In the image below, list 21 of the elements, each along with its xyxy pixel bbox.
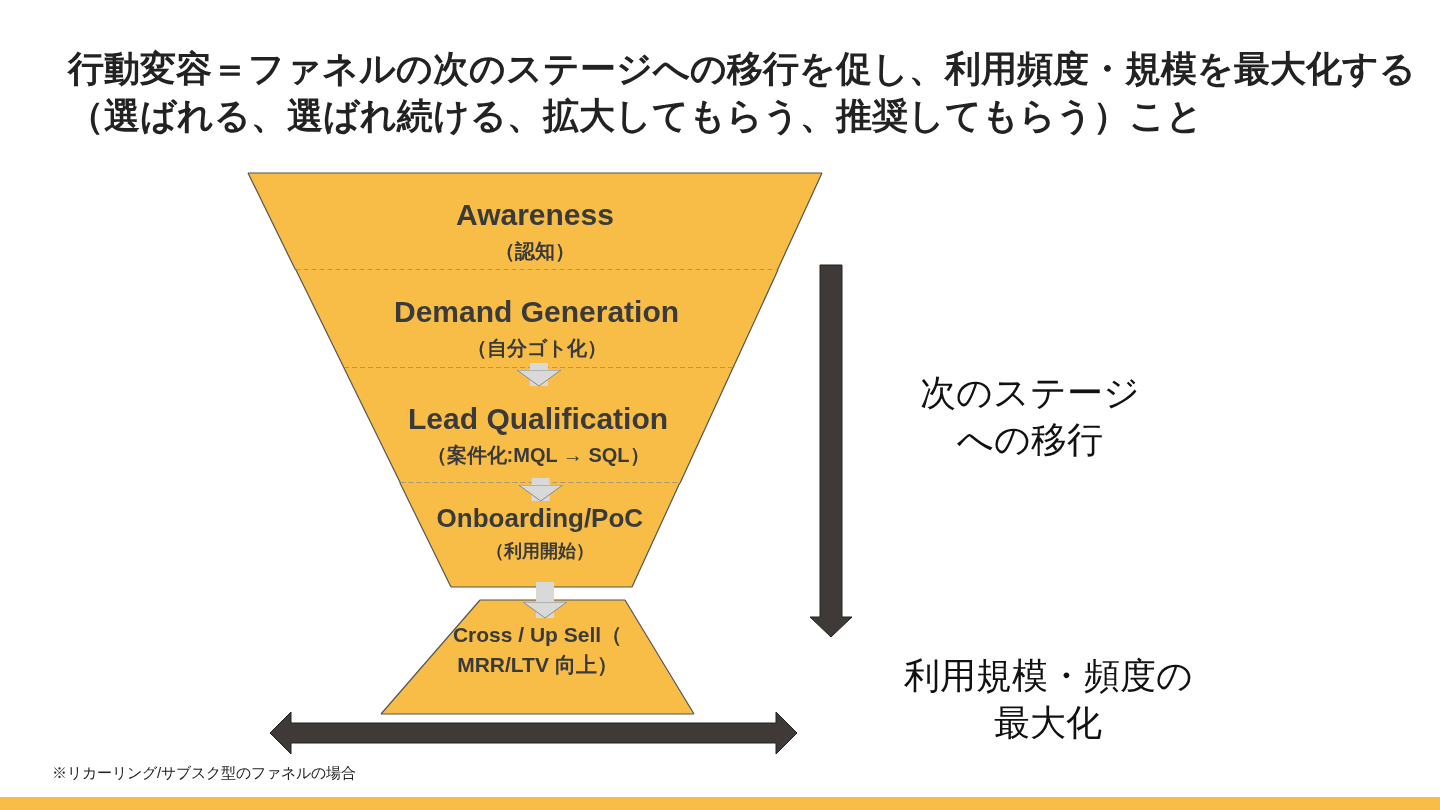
- stage-caption: 次のステージへの移行: [919, 371, 1141, 462]
- funnel-stage: [343, 368, 733, 483]
- stage-note: （自分ゴト化）: [465, 336, 608, 361]
- title: 行動変容＝ファネルの次のステージへの移行を促し、利用頻度・規模を最大化する（選ばれる、選ばれ続ける、拡大してもらう、推奨してもらう）こと: [68, 47, 1416, 138]
- stage-note: （案件化:MQL → SQL）: [425, 443, 651, 468]
- stage-note: （利用開始）: [484, 540, 595, 564]
- stage-name: Demand Generation: [393, 294, 681, 330]
- funnel-stage: [381, 600, 694, 714]
- stage-name: Awareness: [455, 197, 615, 233]
- stage-note: （認知）: [494, 239, 576, 264]
- footnote: ※リカーリング/サブスク型のファネルの場合: [52, 764, 357, 783]
- arrow: [518, 478, 564, 502]
- funnel-stage: [248, 173, 822, 270]
- stage-name: Cross / Up Sell（ MRR/LTV 向上）: [451, 622, 624, 679]
- funnel-stage: [400, 483, 680, 587]
- arrow: [522, 582, 568, 619]
- arrow: [516, 363, 562, 387]
- stage-caption: 利用規模・頻度の最大化: [902, 654, 1194, 745]
- funnel-stage: [295, 270, 778, 368]
- stage-name: Lead Qualification: [407, 401, 670, 437]
- stage-name: Onboarding/PoC: [435, 502, 645, 535]
